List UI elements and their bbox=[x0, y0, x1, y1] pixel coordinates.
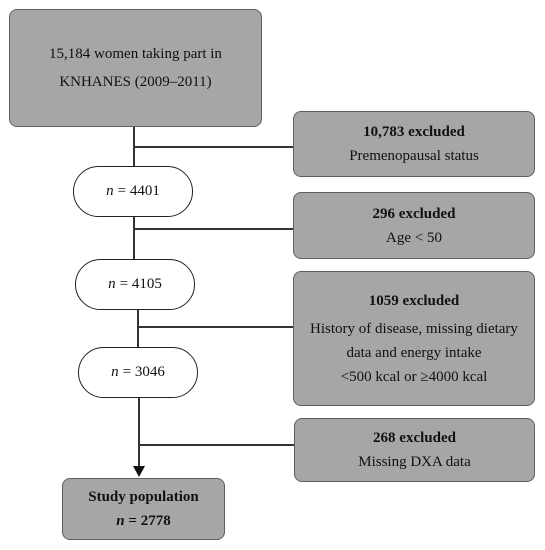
start-line-2: KNHANES (2009–2011) bbox=[59, 74, 212, 90]
connector-n1-n2 bbox=[133, 217, 135, 259]
exclusion-title: 296 excluded bbox=[372, 205, 456, 222]
exclusion-reason: History of disease, missing dietary bbox=[310, 320, 518, 337]
start-line-1: 15,184 women taking part in bbox=[49, 46, 222, 62]
exclusion-reason: data and energy intake bbox=[346, 344, 482, 361]
connector-n2-n3 bbox=[137, 310, 139, 347]
n-symbol: n bbox=[106, 183, 114, 199]
exclusion-box-4: 268 excluded Missing DXA data bbox=[294, 418, 535, 482]
exclusion-title: 268 excluded bbox=[373, 430, 456, 446]
step-count-2: n = 4105 bbox=[75, 259, 195, 310]
exclusion-title: 1059 excluded bbox=[368, 292, 460, 309]
n-symbol: n bbox=[108, 276, 116, 292]
step-count-1: n = 4401 bbox=[73, 166, 193, 217]
exclusion-box-3: 1059 excluded History of disease, missin… bbox=[293, 271, 535, 406]
n-symbol: n bbox=[116, 513, 125, 529]
final-title: Study population bbox=[88, 489, 199, 505]
n-symbol: n bbox=[111, 364, 119, 380]
count-value: = 2778 bbox=[128, 513, 171, 529]
count-value: = 3046 bbox=[122, 364, 165, 380]
count-value: = 4105 bbox=[119, 276, 162, 292]
branch-exclusion-3 bbox=[137, 326, 293, 328]
arrow-head bbox=[133, 466, 145, 477]
final-count: n = 2778 bbox=[116, 509, 170, 533]
branch-exclusion-1 bbox=[133, 146, 293, 148]
exclusion-title: 10,783 excluded bbox=[363, 124, 465, 140]
exclusion-reason: Age < 50 bbox=[386, 229, 442, 246]
step-count-3: n = 3046 bbox=[78, 347, 198, 398]
branch-exclusion-4 bbox=[138, 444, 294, 446]
connector-n3-final bbox=[138, 398, 140, 468]
exclusion-reason: Premenopausal status bbox=[349, 148, 479, 164]
exclusion-box-2: 296 excluded Age < 50 bbox=[293, 192, 535, 259]
study-population-box: Study population n = 2778 bbox=[62, 478, 225, 540]
exclusion-reason: <500 kcal or ≥4000 kcal bbox=[340, 368, 488, 385]
exclusion-box-1: 10,783 excluded Premenopausal status bbox=[293, 111, 535, 177]
count-value: = 4401 bbox=[117, 183, 160, 199]
start-population-box: 15,184 women taking part in KNHANES (200… bbox=[9, 9, 262, 127]
branch-exclusion-2 bbox=[133, 228, 293, 230]
exclusion-reason: Missing DXA data bbox=[358, 454, 471, 470]
